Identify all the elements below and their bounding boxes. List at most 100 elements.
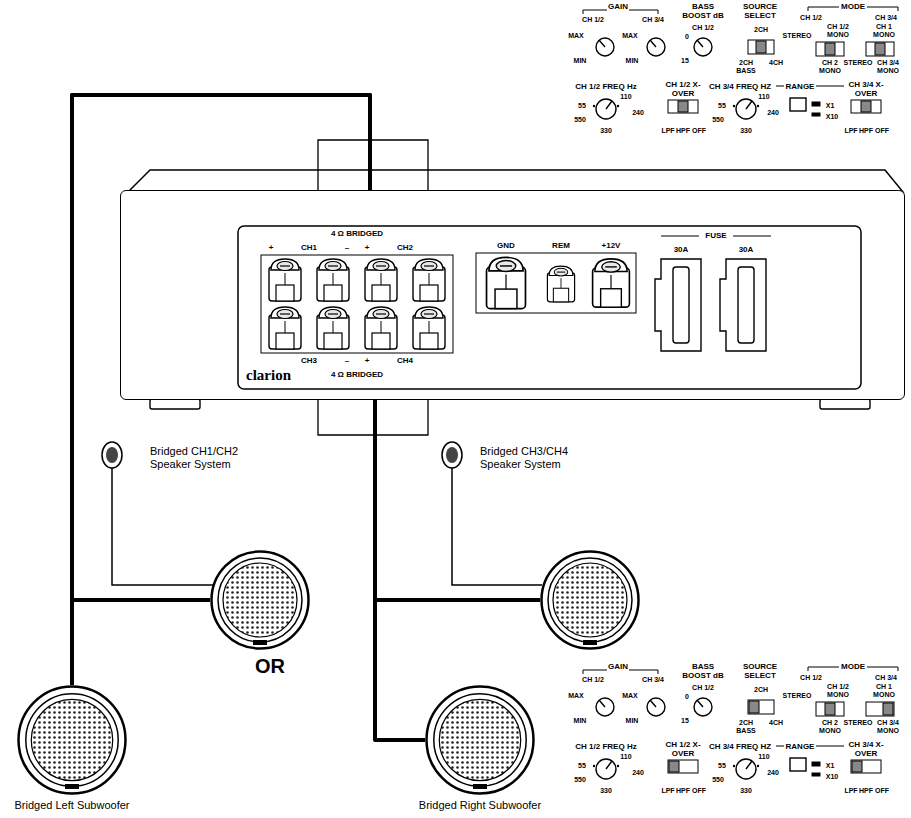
speaker-wire: [375, 385, 540, 600]
speaker-grille: [17, 685, 127, 795]
speaker-label: Bridged Left Subwoofer: [15, 799, 130, 812]
panel-label: +: [269, 243, 274, 252]
panel-label: 30A: [739, 245, 754, 254]
control-label: SOURCE SELECT: [738, 662, 783, 680]
panel-label: –: [345, 356, 349, 365]
control-label: CH 1/2: [800, 674, 822, 682]
control-label: HPF: [859, 127, 873, 135]
control-label: 55: [718, 762, 726, 770]
control-label: CH 1/2 FREQ Hz: [575, 82, 636, 91]
control-label: CH 3/4: [642, 676, 664, 684]
control-label: 550: [574, 776, 586, 784]
control-label: 0: [685, 33, 689, 41]
speaker-wire: [375, 385, 425, 740]
control-label: MAX: [568, 692, 584, 700]
control-label: CH 3/4: [875, 14, 897, 22]
control-label: 550: [712, 116, 724, 124]
control-label: 15: [681, 717, 689, 725]
control-label: 550: [574, 116, 586, 124]
control-panel: [583, 7, 898, 119]
control-label: CH 1/2 MONO: [823, 683, 853, 699]
speaker-grille: [210, 550, 310, 650]
tweeter-icon: [102, 442, 542, 585]
control-label: 4CH: [769, 59, 783, 67]
control-label: CH 1/2 FREQ Hz: [575, 742, 636, 751]
control-label: 110: [758, 93, 769, 101]
control-label: 330: [740, 787, 752, 795]
control-label: CH 3/4 MONO: [873, 719, 903, 735]
speaker-grille: [540, 550, 640, 650]
control-label: MIN: [626, 57, 639, 65]
control-label: CH 1/2 X-OVER: [663, 80, 703, 98]
control-label: 55: [578, 102, 586, 110]
speaker-grille: [425, 685, 535, 795]
control-label: MAX: [622, 692, 638, 700]
control-label: RANGE: [786, 742, 815, 751]
control-label: CH 1/2 MONO: [823, 23, 853, 39]
control-label: STEREO: [783, 692, 812, 700]
control-label: CH 3/4 MONO: [873, 59, 903, 75]
control-label: 240: [632, 109, 644, 117]
control-label: CH 2 MONO: [815, 59, 845, 75]
control-label: MAX: [568, 32, 584, 40]
control-label: BASS BOOST dB: [680, 2, 726, 20]
control-label: X1: [826, 102, 835, 110]
control-panel: [583, 667, 898, 779]
control-label: 110: [620, 753, 631, 761]
panel-label: clarion: [246, 367, 291, 384]
fuse-block: FUSE 30A 30A: [651, 231, 781, 361]
control-label: STEREO: [783, 32, 812, 40]
control-label: CH 3/4 FREQ HZ: [709, 82, 771, 91]
control-label: 550: [712, 776, 724, 784]
amplifier-body: clarion4 Ω BRIDGED+CH1–+CH2CH3–+CH44 Ω B…: [120, 190, 905, 400]
speaker-label: Bridged Right Subwoofer: [419, 799, 541, 812]
panel-label: +: [365, 356, 370, 365]
speaker-label: Bridged CH3/CH4 Speaker System: [480, 445, 610, 470]
control-label: MIN: [574, 57, 587, 65]
control-label: 330: [740, 127, 752, 135]
control-label: 330: [600, 787, 612, 795]
control-label: CH 3/4: [642, 16, 664, 24]
speaker: Bridged CH3/CH4 Speaker System: [540, 550, 640, 650]
panel-label: CH3: [301, 356, 317, 365]
subwoofer: Bridged Right Subwoofer: [425, 685, 535, 795]
control-label: CH 2 MONO: [815, 719, 845, 735]
control-label: STEREO: [844, 719, 873, 727]
control-label: CH 1 MONO: [869, 683, 899, 699]
control-label: 110: [620, 93, 631, 101]
panel-label: CH4: [397, 356, 413, 365]
control-label: 2CH BASS: [733, 59, 759, 75]
panel-label: 4 Ω BRIDGED: [331, 229, 383, 238]
panel-label: +: [365, 243, 370, 252]
control-label: 55: [578, 762, 586, 770]
control-label: 330: [600, 127, 612, 135]
control-label: OFF: [875, 127, 889, 135]
control-label: HPF: [859, 787, 873, 795]
control-label: CH 1/2: [582, 16, 604, 24]
power-terminal-block: GNDREM+12V: [476, 241, 636, 321]
control-label: 2CH BASS: [733, 719, 759, 735]
control-label: LPF: [661, 787, 674, 795]
speaker-terminal-block: 4 Ω BRIDGED+CH1–+CH2CH3–+CH44 Ω BRIDGED: [261, 229, 453, 385]
panel-label: 30A: [674, 245, 689, 254]
control-label: X10: [826, 113, 838, 121]
control-label: BASS BOOST dB: [680, 662, 726, 680]
control-label: MODE: [841, 2, 865, 11]
amplifier-face: [121, 191, 903, 398]
panel-label: GND: [497, 241, 515, 250]
panel-label: +12V: [602, 241, 621, 250]
control-label: CH 1 MONO: [869, 23, 899, 39]
control-label: LPF: [844, 787, 857, 795]
control-label: 4CH: [769, 719, 783, 727]
panel-label: FUSE: [705, 231, 726, 240]
speaker: Bridged CH1/CH2 Speaker System: [210, 550, 310, 650]
control-label: HPF: [676, 787, 690, 795]
control-label: MIN: [626, 717, 639, 725]
control-label: CH 1/2 X-OVER: [663, 740, 703, 758]
control-label: CH 3/4 X-OVER: [846, 80, 886, 98]
control-label: LPF: [661, 127, 674, 135]
control-label: GAIN: [608, 2, 628, 11]
control-label: OFF: [875, 787, 889, 795]
panel-label: CH2: [397, 243, 413, 252]
control-label: CH 1/2: [582, 676, 604, 684]
